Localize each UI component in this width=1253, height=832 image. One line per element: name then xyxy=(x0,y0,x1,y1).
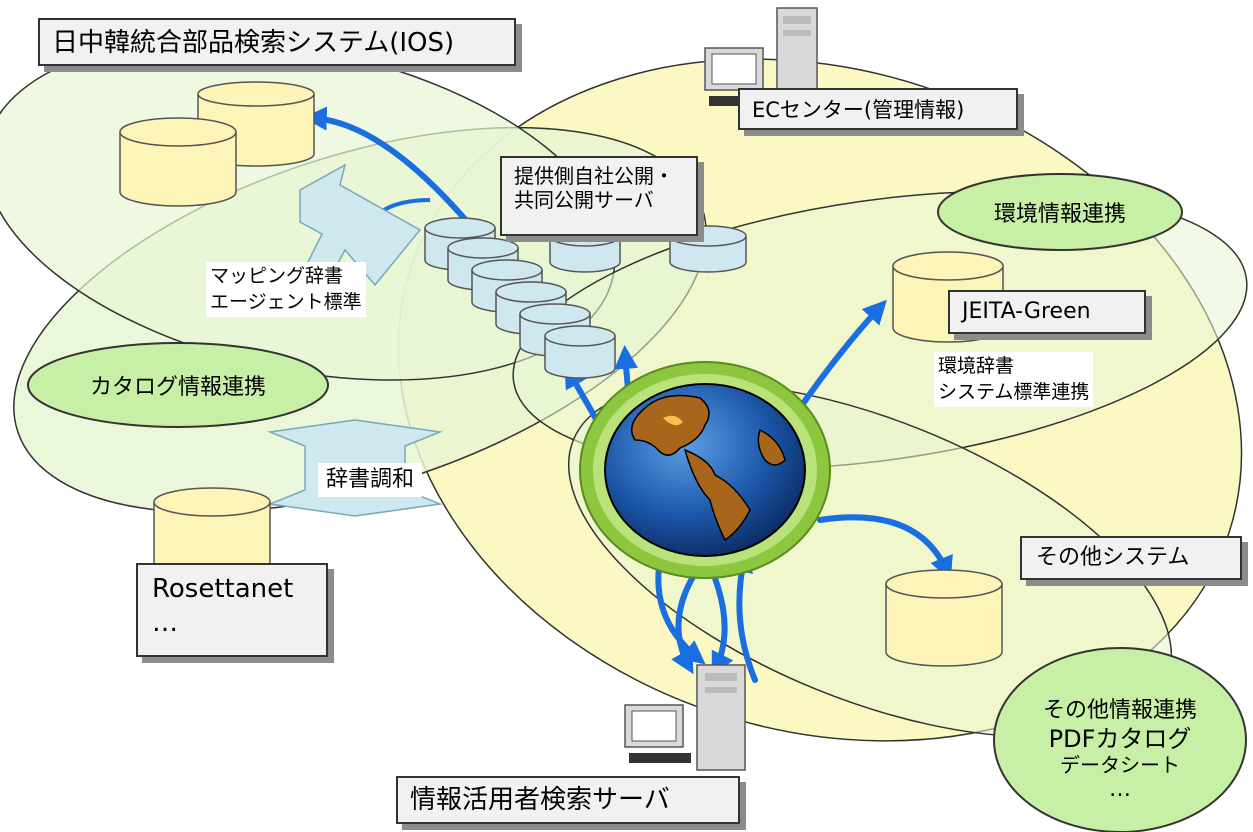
database-icon xyxy=(119,117,237,207)
jeita-green-box: JEITA-Green xyxy=(948,290,1146,334)
user-search-server-box: 情報活用者検索サーバ xyxy=(396,776,740,824)
env-link-oval: 環境情報連携 xyxy=(993,202,1126,227)
catalog-link-oval-shape xyxy=(27,342,329,428)
globe-icon xyxy=(579,361,831,579)
arrow-icon xyxy=(792,299,887,418)
mapping-dictionary-label: マッピング辞書 エージェント標準 xyxy=(206,262,366,318)
ec-center-box: ECセンター(管理情報) xyxy=(738,88,1018,130)
ios-system-box: 日中韓統合部品検索システム(IOS) xyxy=(38,18,516,66)
database-icon xyxy=(885,569,1003,667)
arrow-icon xyxy=(817,514,953,581)
other-link-oval-shape xyxy=(993,647,1247,832)
catalog-link-oval: カタログ情報連携 xyxy=(89,375,266,400)
env-dictionary-label: 環境辞書 システム標準連携 xyxy=(934,352,1094,408)
other-system-box: その他システム xyxy=(1020,536,1242,580)
database-icon xyxy=(544,325,616,379)
databases xyxy=(119,81,1004,667)
other-link-oval: その他情報連携 PDFカタログ データシート … xyxy=(1042,698,1197,803)
provider-server-box: 提供側自社公開・ 共同公開サーバ xyxy=(500,156,698,236)
server-icon xyxy=(624,664,746,771)
database-icon xyxy=(153,487,271,577)
env-link-oval-shape xyxy=(937,173,1183,251)
arrow-icon xyxy=(302,106,473,228)
rosettanet-box: Rosettanet … xyxy=(136,563,328,657)
dictionary-harmony-label: 辞書調和 xyxy=(318,463,423,497)
